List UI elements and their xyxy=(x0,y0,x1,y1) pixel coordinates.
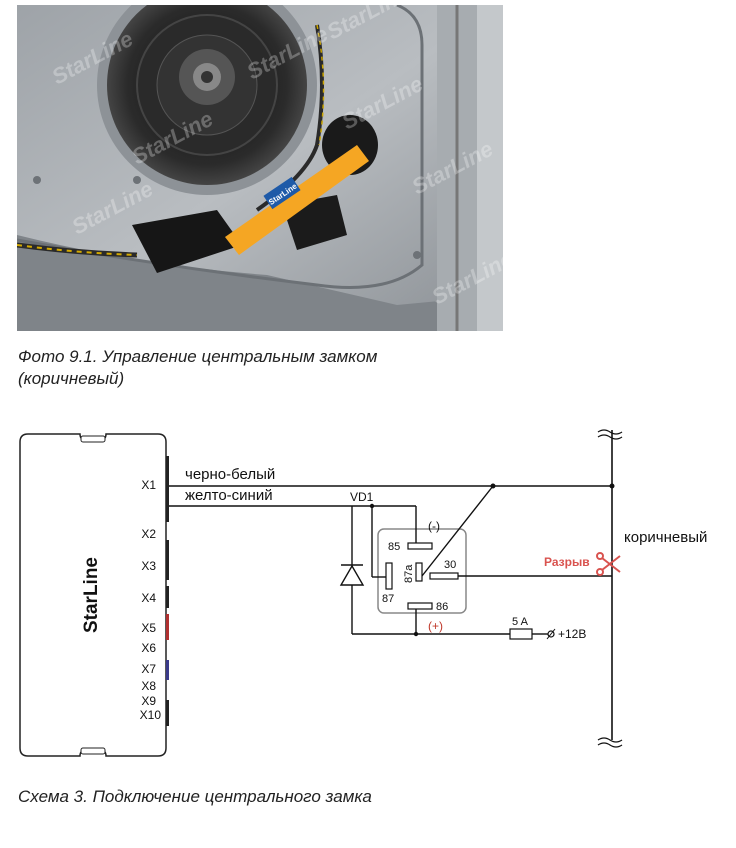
wire-break-symbol-bottom xyxy=(597,737,623,748)
connector-x2: X2 xyxy=(141,527,156,541)
wire-label-black-white: черно-белый xyxy=(185,466,275,483)
cut-label: Разрыв xyxy=(544,555,590,569)
relay-pin-87: 87 xyxy=(382,593,394,605)
speaker-image xyxy=(97,5,317,195)
photo-caption: Фото 9.1. Управление центральным замком … xyxy=(18,346,377,390)
door-panel-photo: StarLine StarLine StarLine StarLine Star… xyxy=(17,5,503,331)
connector-x3: X3 xyxy=(141,559,156,573)
wire-label-brown: коричневый xyxy=(624,529,707,546)
connector-x10: X10 xyxy=(140,708,162,722)
connector-x8: X8 xyxy=(141,679,156,693)
wiring-diagram: StarLine X1 X2 X3 X4 X5 X6 X7 X8 X9 X10 … xyxy=(19,429,707,757)
scheme-caption: Схема 3. Подключение центрального замка xyxy=(18,787,372,806)
relay-plus-label: (+) xyxy=(428,619,443,633)
power-label: +12В xyxy=(558,627,586,641)
relay-pin-87a: 87a xyxy=(403,564,415,583)
fuse-label: 5 A xyxy=(512,616,529,628)
unit-brand-logo: StarLine xyxy=(81,557,102,633)
connector-x9: X9 xyxy=(141,694,156,708)
fuse-symbol xyxy=(509,628,533,640)
scissors-icon xyxy=(596,552,621,576)
wire-break-symbol-top xyxy=(597,429,623,440)
relay-minus-label: (-) xyxy=(428,519,440,533)
connector-x6: X6 xyxy=(141,641,156,655)
connector-x1: X1 xyxy=(141,478,156,492)
photo-caption-line1: Фото 9.1. Управление центральным замком xyxy=(18,347,378,366)
diode-label: VD1 xyxy=(350,490,374,504)
connector-x7: X7 xyxy=(141,662,156,676)
connector-x4: X4 xyxy=(141,591,156,605)
connector-x5: X5 xyxy=(141,621,156,635)
relay-pin-85: 85 xyxy=(388,541,400,553)
starline-unit: StarLine xyxy=(19,433,167,757)
photo-caption-line2: (коричневый) xyxy=(18,369,125,388)
wire-label-yellow-blue: желто-синий xyxy=(185,487,273,504)
relay-pin-86: 86 xyxy=(436,601,448,613)
diode-symbol xyxy=(339,564,365,586)
relay-pin-30: 30 xyxy=(444,559,456,571)
